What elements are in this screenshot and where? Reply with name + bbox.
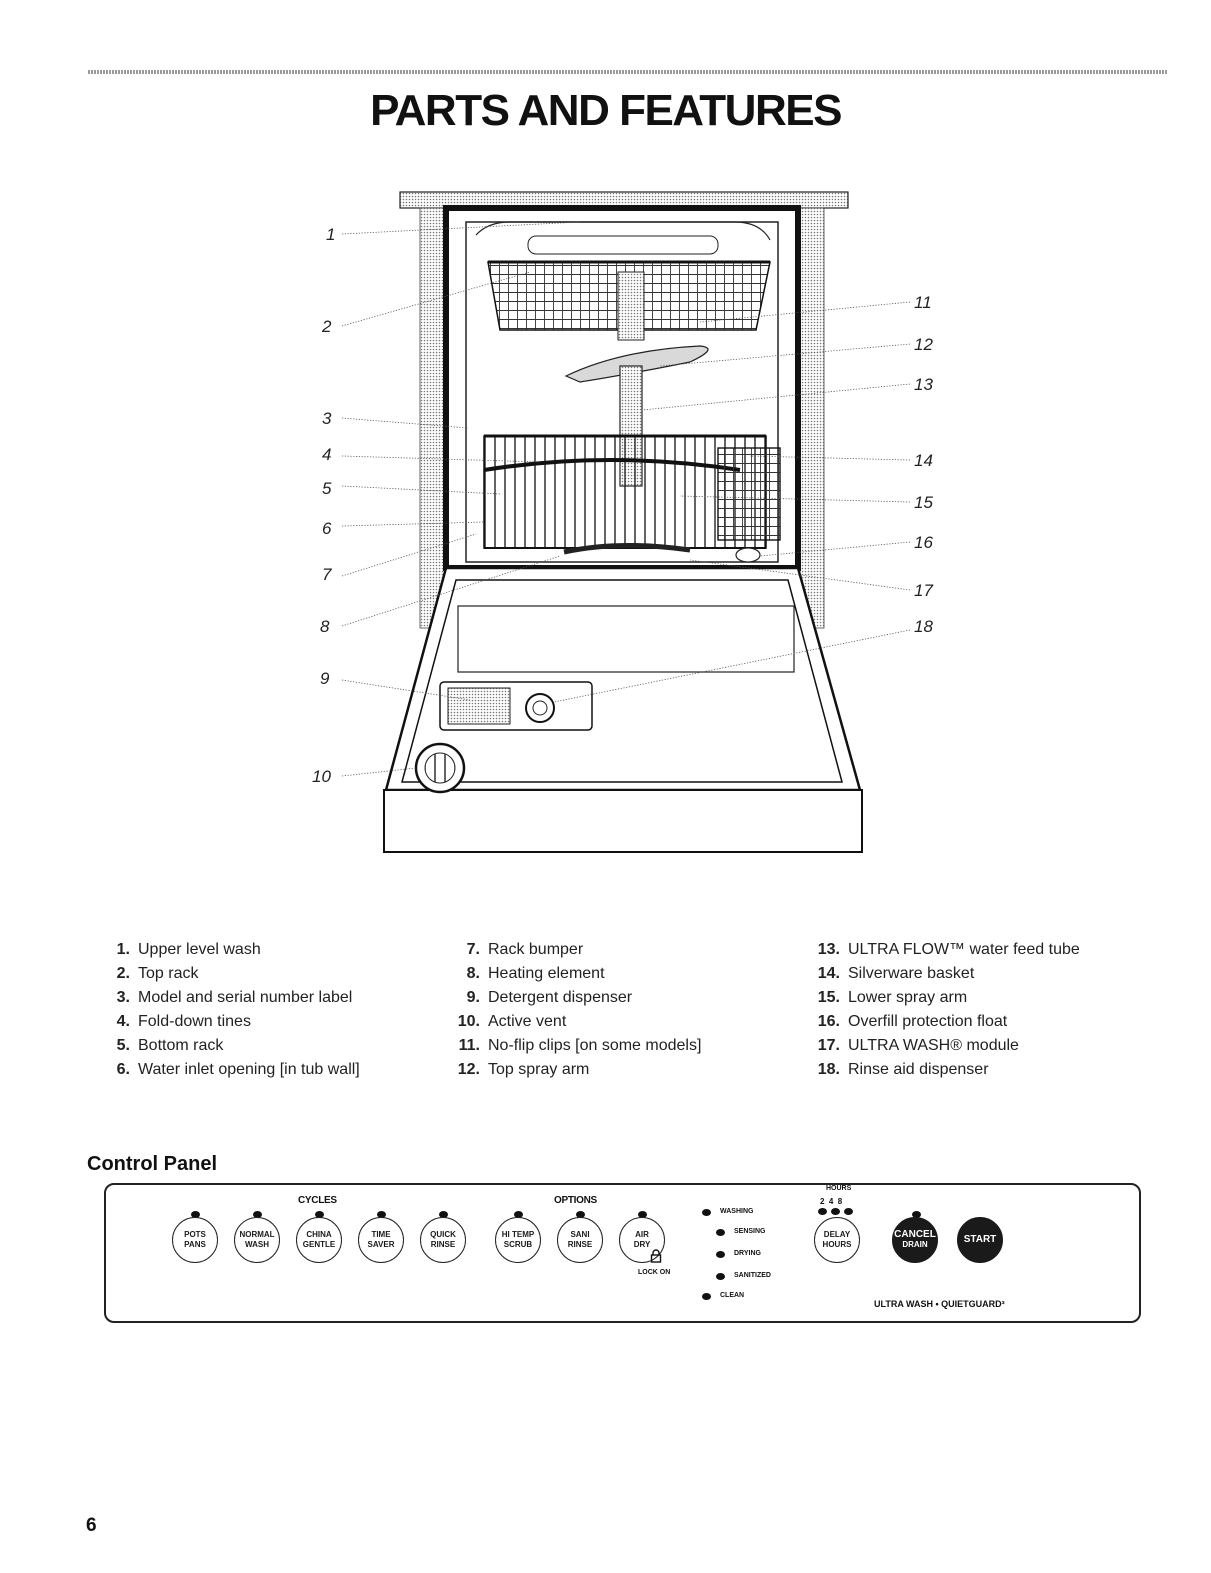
cycle-indicator-light xyxy=(439,1211,448,1218)
top-rule xyxy=(88,70,1168,74)
overfill-float xyxy=(735,547,761,563)
brand-text: ULTRA WASH • QUIETGUARD³ xyxy=(874,1299,1005,1309)
list-item: 3.Model and serial number label xyxy=(116,989,353,1006)
callout-2: 2 xyxy=(321,317,332,336)
delay-8h-light xyxy=(844,1208,853,1215)
cycle-indicator-light xyxy=(191,1211,200,1218)
list-item: 18.Rinse aid dispenser xyxy=(817,1061,989,1078)
options-label: OPTIONS xyxy=(554,1195,597,1206)
start-button[interactable]: START xyxy=(957,1217,1003,1263)
sanitized-label: SANITIZED xyxy=(734,1272,771,1279)
callout-18: 18 xyxy=(914,617,933,636)
lock-on-label: LOCK ON xyxy=(638,1269,671,1276)
list-item: 17.ULTRA WASH® module xyxy=(817,1037,1019,1054)
lock-icon xyxy=(650,1249,662,1263)
callout-4: 4 xyxy=(322,445,331,464)
parts-list-column-2: 7.Rack bumper 8.Heating element 9.Deterg… xyxy=(450,938,702,1082)
clean-light xyxy=(702,1293,711,1300)
hours-values: 2 4 8 xyxy=(820,1197,843,1206)
cancel-indicator-light xyxy=(912,1211,921,1218)
callout-10: 10 xyxy=(312,767,331,786)
left-cabinet-wall xyxy=(419,207,447,629)
sensing-light xyxy=(716,1229,725,1236)
list-item: 13.ULTRA FLOW™ water feed tube xyxy=(817,941,1080,958)
list-item: 4.Fold-down tines xyxy=(116,1013,251,1030)
list-item: 1.Upper level wash xyxy=(116,941,261,958)
delay-4h-light xyxy=(831,1208,840,1215)
cycle-indicator-light xyxy=(377,1211,386,1218)
option-indicator-light xyxy=(576,1211,585,1218)
callout-1: 1 xyxy=(326,225,335,244)
drying-label: DRYING xyxy=(734,1250,761,1257)
rinse-aid-dispenser xyxy=(525,693,555,723)
delay-2h-light xyxy=(818,1208,827,1215)
page-number: 6 xyxy=(86,1515,97,1536)
list-item: 6.Water inlet opening [in tub wall] xyxy=(116,1061,360,1078)
control-panel-heading: Control Panel xyxy=(87,1153,218,1175)
list-item: 11.No-flip clips [on some models] xyxy=(458,1037,702,1054)
sensing-label: SENSING xyxy=(734,1228,766,1235)
parts-list-column-1: 1.Upper level wash 2.Top rack 3.Model an… xyxy=(100,938,360,1082)
callout-9: 9 xyxy=(320,669,330,688)
list-item: 2.Top rack xyxy=(116,965,199,982)
callout-7: 7 xyxy=(322,565,332,584)
list-item: 12.Top spray arm xyxy=(457,1061,590,1078)
control-panel-frame xyxy=(104,1183,1141,1323)
option-indicator-light xyxy=(638,1211,647,1218)
list-item: 16.Overfill protection float xyxy=(817,1013,1008,1030)
sanitized-light xyxy=(716,1273,725,1280)
lower-spray-arm xyxy=(563,542,691,555)
callout-3: 3 xyxy=(322,409,332,428)
door-front-panel xyxy=(383,789,863,853)
dishwasher-diagram: 1 2 3 4 5 6 7 8 9 10 11 12 13 14 15 16 1… xyxy=(312,191,933,853)
callout-16: 16 xyxy=(914,533,933,552)
callout-17: 17 xyxy=(914,581,933,600)
cycles-label: CYCLES xyxy=(298,1195,337,1206)
cycle-indicator-light xyxy=(315,1211,324,1218)
callout-15: 15 xyxy=(914,493,933,512)
list-item: 5.Bottom rack xyxy=(116,1037,224,1054)
clean-label: CLEAN xyxy=(720,1292,745,1299)
washing-label: WASHING xyxy=(720,1208,754,1215)
list-item: 10.Active vent xyxy=(457,1013,567,1030)
option-indicator-light xyxy=(514,1211,523,1218)
parts-list-column-3: 13.ULTRA FLOW™ water feed tube 14.Silver… xyxy=(810,938,1080,1082)
callout-12: 12 xyxy=(914,335,933,354)
hours-label: HOURS xyxy=(826,1185,852,1192)
list-item: 15.Lower spray arm xyxy=(817,989,968,1006)
callout-6: 6 xyxy=(322,519,332,538)
page-title: PARTS AND FEATURES xyxy=(370,86,842,135)
list-item: 9.Detergent dispenser xyxy=(466,989,633,1006)
callout-11: 11 xyxy=(914,293,932,312)
callout-14: 14 xyxy=(914,451,933,470)
leader-lines xyxy=(341,221,911,777)
list-item: 8.Heating element xyxy=(466,965,605,982)
washing-light xyxy=(702,1209,711,1216)
right-cabinet-wall xyxy=(797,207,825,629)
list-item: 14.Silverware basket xyxy=(817,965,975,982)
list-item: 7.Rack bumper xyxy=(466,941,584,958)
callout-13: 13 xyxy=(914,375,933,394)
callout-5: 5 xyxy=(322,479,332,498)
silverware-basket xyxy=(717,447,781,541)
cycle-indicator-light xyxy=(253,1211,262,1218)
callout-8: 8 xyxy=(320,617,330,636)
drying-light xyxy=(716,1251,725,1258)
upper-spray-unit xyxy=(527,235,719,255)
